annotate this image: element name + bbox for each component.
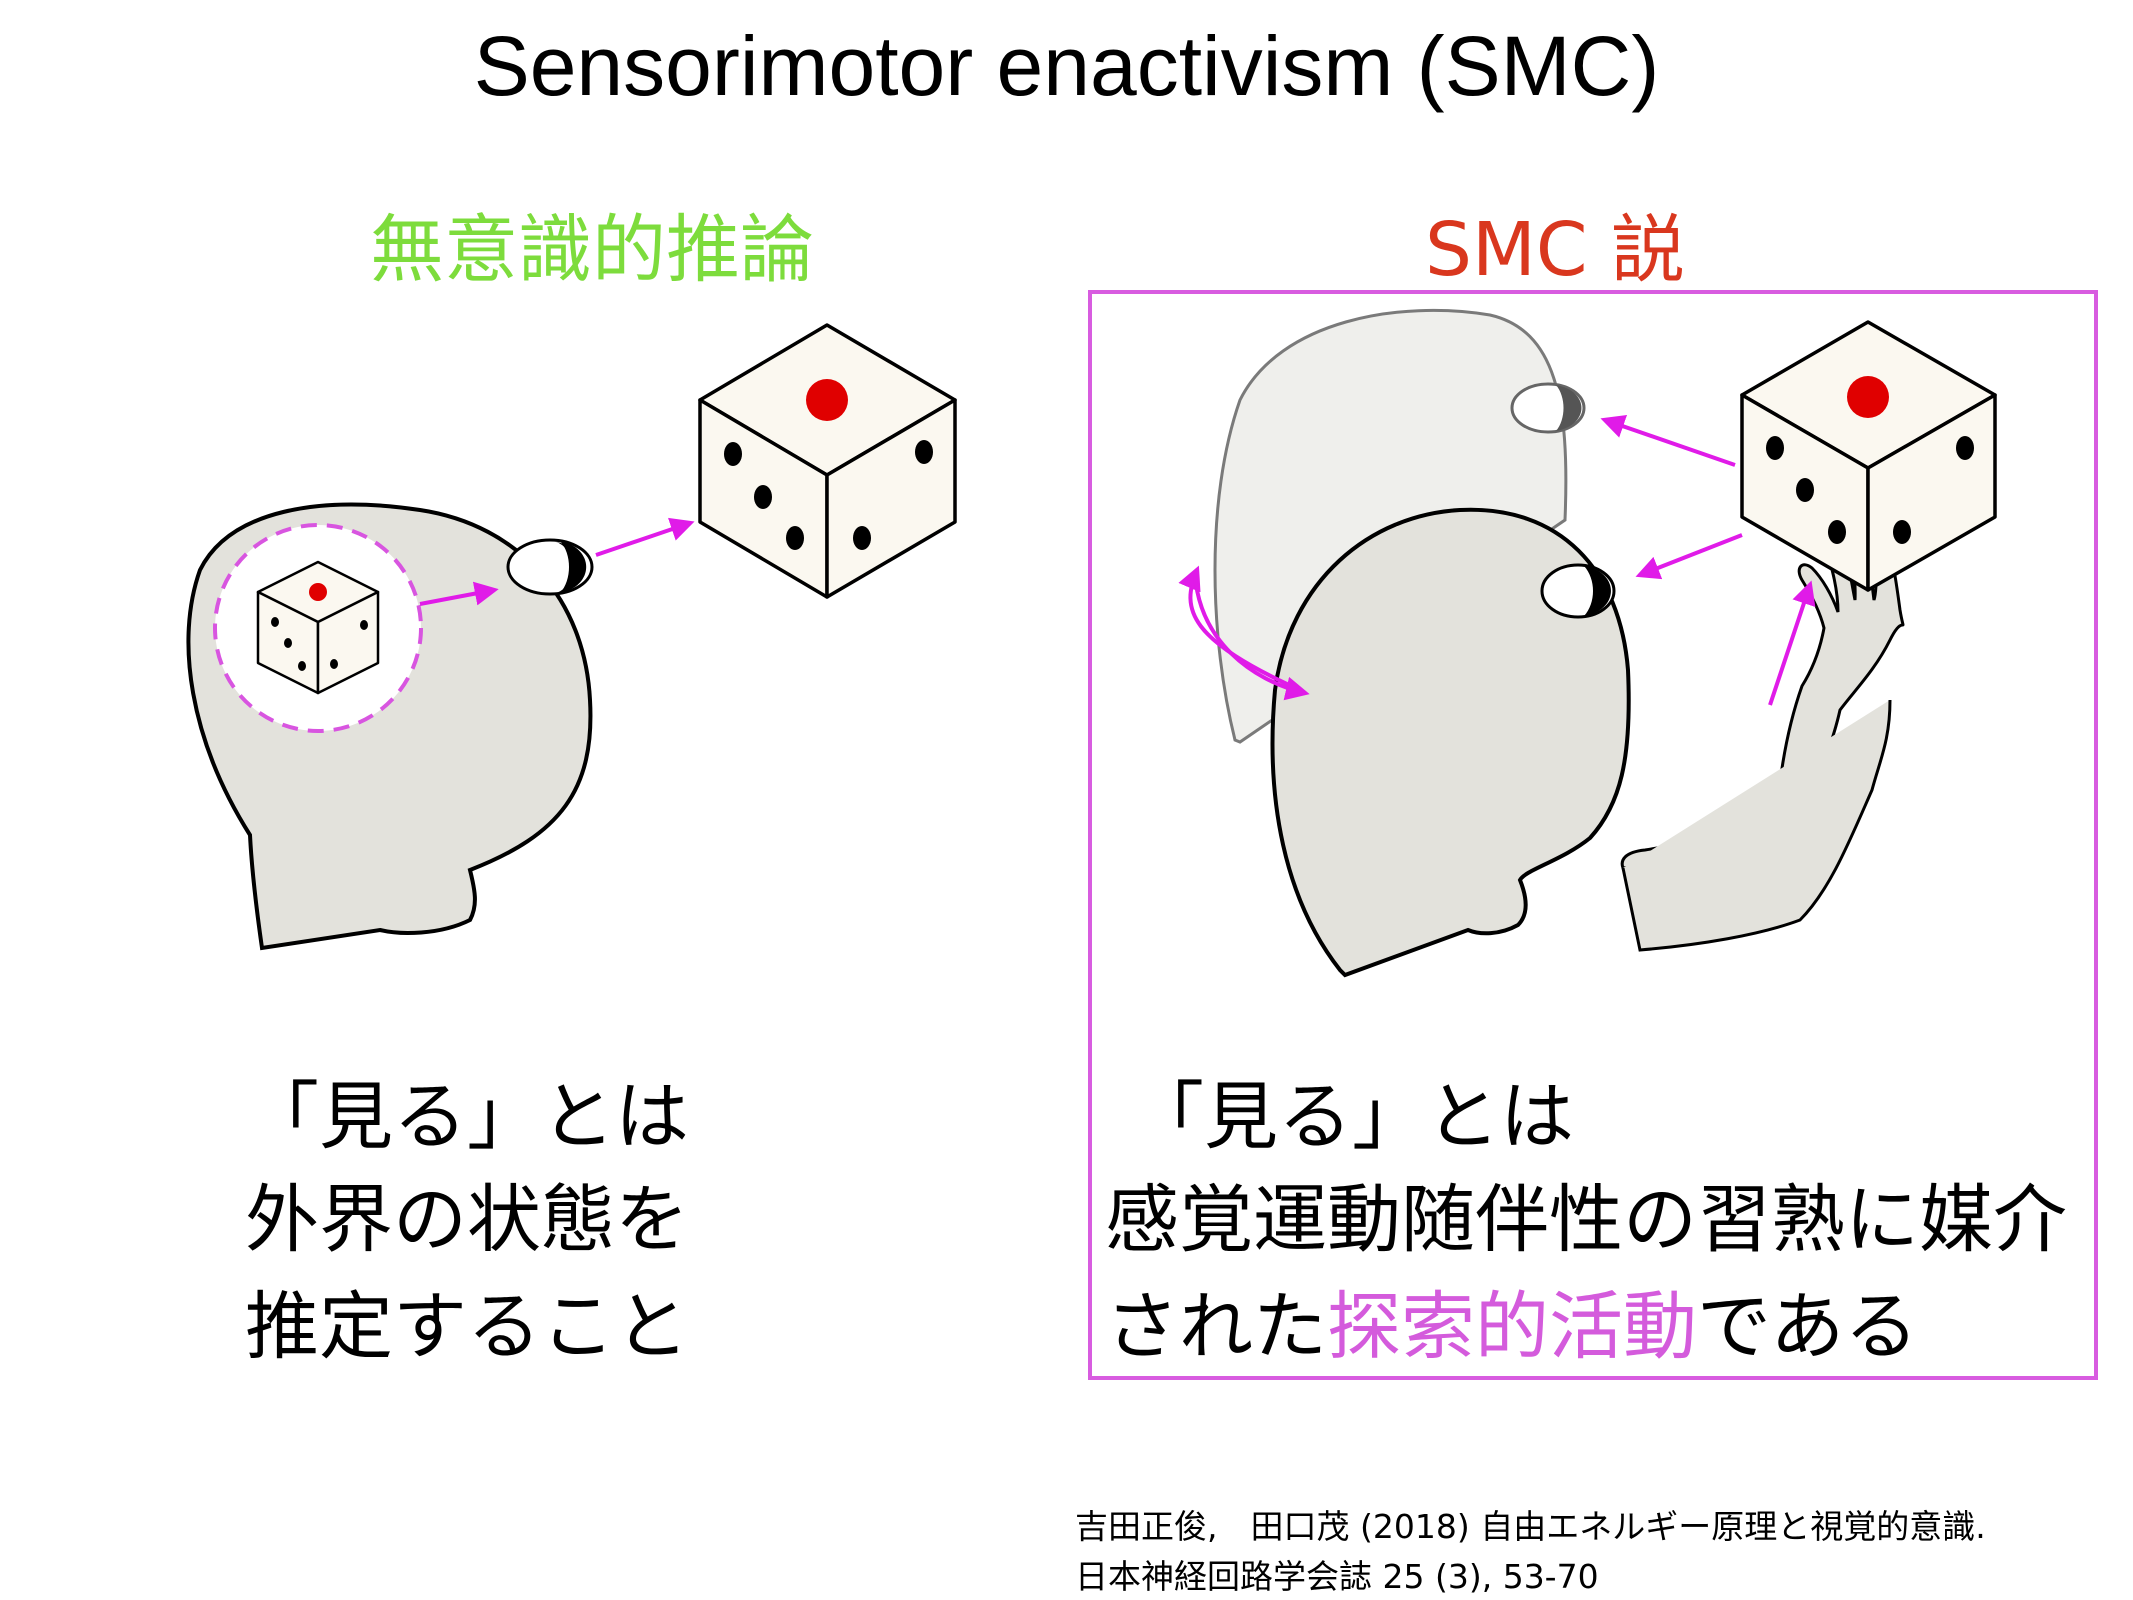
front-eye-icon [1540, 563, 1616, 619]
right-line-2: 感覚運動随伴性の習熟に媒介 [1105, 1177, 2067, 1263]
arrow-icon [1178, 414, 1816, 706]
small-die-icon [256, 560, 380, 695]
page-title: Sensorimotor enactivism (SMC) [473, 19, 1660, 113]
reference-line-1: 吉田正俊, 田口茂 (2018) 自由エネルギー原理と視覚的意識. [1075, 1507, 1986, 1546]
front-head-icon [1270, 507, 1631, 978]
left-line-1: 「見る」とは [245, 1074, 689, 1160]
left-heading: 無意識的推論 [370, 207, 814, 293]
reference-line-2: 日本神経回路学会誌 25 (3), 53-70 [1075, 1557, 1599, 1596]
left-eye-icon [506, 538, 594, 596]
right-line-3-post: である [1697, 1284, 1919, 1370]
ghost-eye-icon [1510, 382, 1586, 434]
left-line-3: 推定すること [245, 1284, 689, 1370]
right-line-1: 「見る」とは [1130, 1074, 1574, 1160]
right-line-3: された探索的活動である [1105, 1290, 1918, 1364]
right-line-3-pre: された [1105, 1284, 1327, 1370]
large-die-icon-right [1740, 320, 1997, 592]
left-line-2: 外界の状態を [245, 1177, 689, 1263]
smc-frame [1088, 290, 2098, 1380]
right-heading: SMC 説 [1425, 207, 1686, 293]
large-die-icon-left [698, 323, 957, 599]
highlight-exploratory-activity: 探索的活動 [1327, 1284, 1697, 1370]
arrow-icon [419, 517, 695, 606]
